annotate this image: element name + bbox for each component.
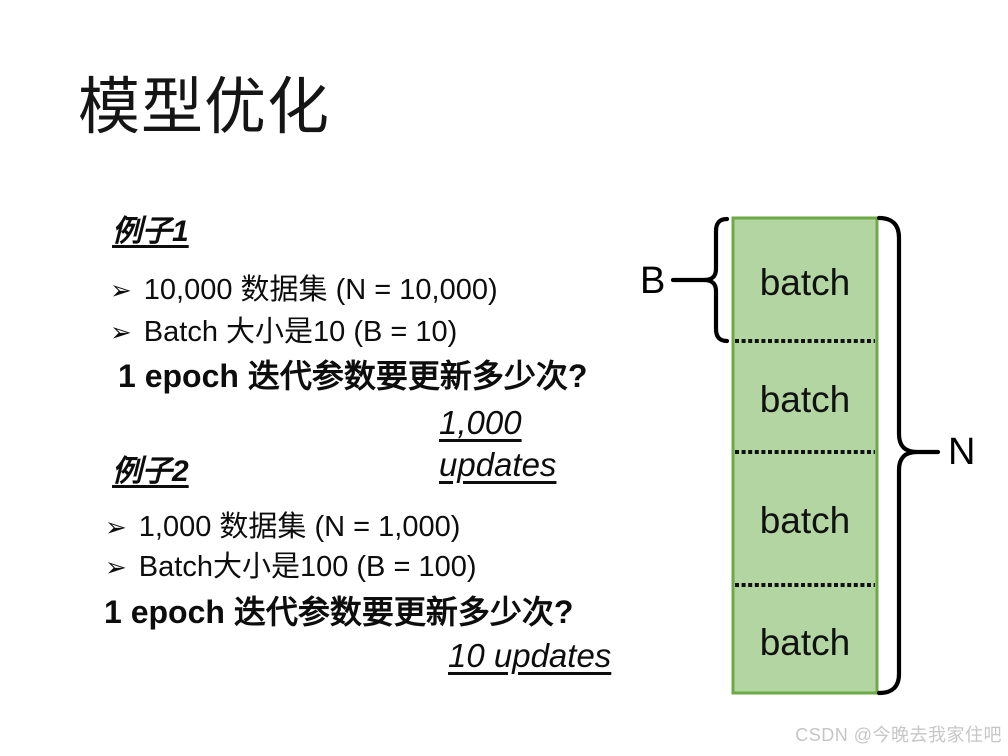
example1-answer: 1,000 updates [439, 402, 556, 486]
arrow-bullet-icon: ➢ [110, 317, 132, 347]
right-brace [876, 215, 918, 696]
batch-label: batch [759, 500, 851, 541]
example1-bullets: ➢ 10,000 数据集 (N = 10,000) ➢ Batch 大小是10 (B… [110, 269, 498, 353]
example2-heading: 例子2 [112, 455, 189, 488]
answer-line: 1,000 [439, 404, 522, 441]
answer-line: 10 updates [448, 637, 612, 674]
example2-question: 1 epoch 迭代参数要更新多少次? [104, 594, 574, 630]
batch-label: batch [759, 379, 851, 420]
list-item: ➢ 1,000 数据集 (N = 1,000) [105, 507, 477, 547]
n-label: N [948, 431, 976, 473]
example2-bullets: ➢ 1,000 数据集 (N = 1,000) ➢ Batch大小是100 (B =… [105, 507, 477, 587]
dataset-rect [731, 216, 879, 695]
arrow-bullet-icon: ➢ [105, 552, 127, 582]
list-item: ➢ 10,000 数据集 (N = 10,000) [110, 269, 498, 311]
arrow-bullet-icon: ➢ [105, 512, 127, 542]
batch-label: batch [759, 262, 851, 303]
example1-heading: 例子1 [112, 215, 189, 248]
bullet-text: Batch 大小是10 (B = 10) [143, 316, 458, 348]
arrow-bullet-icon: ➢ [110, 275, 132, 305]
example1-question: 1 epoch 迭代参数要更新多少次? [118, 358, 588, 394]
b-label: B [640, 260, 666, 302]
list-item: ➢ Batch大小是100 (B = 100) [105, 547, 477, 587]
example2-answer: 10 updates [448, 635, 611, 677]
list-item: ➢ Batch 大小是10 (B = 10) [110, 311, 498, 353]
bullet-text: Batch大小是100 (B = 100) [138, 551, 477, 583]
answer-line: updates [439, 446, 557, 483]
page-title: 模型优化 [78, 73, 331, 142]
bullet-text: 1,000 数据集 (N = 1,000) [138, 511, 461, 543]
batch-diagram [670, 215, 941, 696]
left-brace [703, 216, 730, 344]
bullet-text: 10,000 数据集 (N = 10,000) [143, 274, 498, 306]
watermark: CSDN @今晚去我家住吧 [795, 725, 1002, 745]
batch-label: batch [759, 622, 851, 663]
